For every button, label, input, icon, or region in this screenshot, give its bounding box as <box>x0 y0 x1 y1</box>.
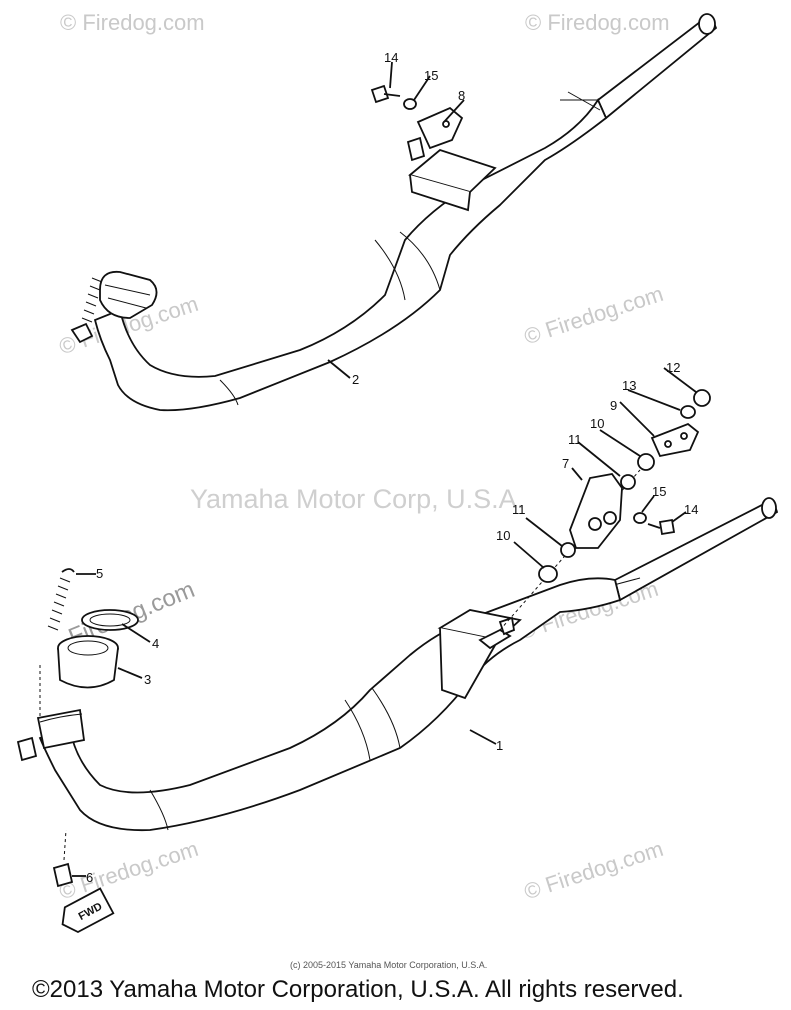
callout-9: 9 <box>610 398 617 413</box>
exhaust-pipe-upper <box>70 13 718 412</box>
callout-14-lower: 14 <box>684 502 698 517</box>
callout-14: 14 <box>384 50 398 65</box>
callout-15: 15 <box>424 68 438 83</box>
callout-7: 7 <box>562 456 569 471</box>
callout-3: 3 <box>144 672 151 687</box>
copyright-notice: ©2013 Yamaha Motor Corporation, U.S.A. A… <box>32 976 684 1003</box>
callout-10-upper: 10 <box>590 416 604 431</box>
callout-13: 13 <box>622 378 636 393</box>
callout-8: 8 <box>458 88 465 103</box>
watermark-center: Yamaha Motor Corp, U.S.A. <box>190 484 525 514</box>
callout-6: 6 <box>86 870 93 885</box>
callout-15-lower: 15 <box>652 484 666 499</box>
exhaust-pipe-lower <box>16 389 779 888</box>
small-copyright: (c) 2005-2015 Yamaha Motor Corporation, … <box>290 960 488 970</box>
callout-12: 12 <box>666 360 680 375</box>
fwd-arrow-icon: FWD <box>61 887 115 934</box>
callout-10-lower: 10 <box>496 528 510 543</box>
callout-11-upper: 11 <box>568 432 582 447</box>
watermark: © Firedog.com <box>525 10 670 35</box>
callout-labels: 14 15 8 2 12 13 9 10 11 7 15 14 11 10 5 … <box>86 50 698 885</box>
callout-1: 1 <box>496 738 503 753</box>
leader-lines <box>72 61 697 877</box>
watermark: © Firedog.com <box>60 10 205 35</box>
callout-11-lower: 11 <box>512 502 526 517</box>
callout-4: 4 <box>152 636 159 651</box>
callout-5: 5 <box>96 566 103 581</box>
callout-2: 2 <box>352 372 359 387</box>
